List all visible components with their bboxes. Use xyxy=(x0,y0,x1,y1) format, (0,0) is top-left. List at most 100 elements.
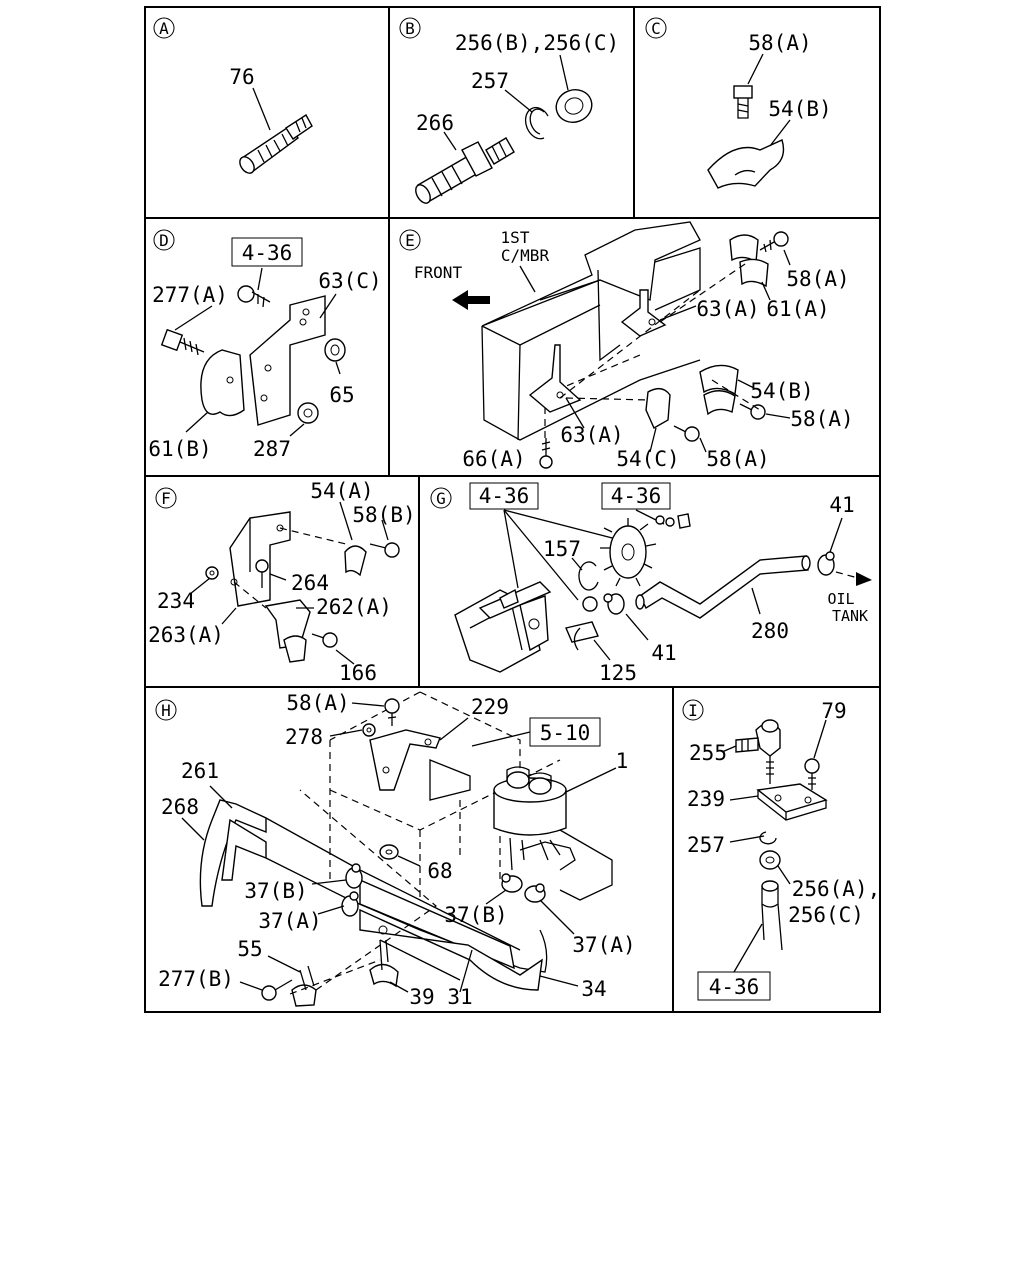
diagram-frame xyxy=(144,6,881,1013)
part-label: 31 xyxy=(447,985,472,1009)
hose-drawing xyxy=(199,799,548,991)
snap-ring-drawing xyxy=(524,106,549,140)
part-label: 68 xyxy=(427,859,452,883)
reservoir-drawing xyxy=(493,766,576,871)
part-label: 66(A) xyxy=(462,447,525,471)
ref-label: 4-36 xyxy=(479,484,530,508)
panel-f-circle: F xyxy=(155,487,177,509)
panel-f: F 54(A) 58(B xyxy=(148,479,416,685)
part-label: 1 xyxy=(616,749,629,773)
clip-drawing xyxy=(645,234,769,429)
part-label: 280 xyxy=(751,619,789,643)
front-arrow xyxy=(452,290,490,310)
hose-drawing xyxy=(761,880,783,951)
part-label: 34 xyxy=(581,977,606,1001)
oil-tank-note: OIL xyxy=(827,590,854,608)
crossmember-note: C/MBR xyxy=(501,246,550,265)
panel-c-letter: C xyxy=(651,19,661,38)
part-label: 54(C) xyxy=(616,447,679,471)
part-label: 229 xyxy=(471,695,509,719)
fitting-drawing xyxy=(565,596,599,651)
part-label: 256(A), xyxy=(792,877,881,901)
part-label: 58(A) xyxy=(786,267,849,291)
nut-drawing xyxy=(297,338,346,424)
part-label: 76 xyxy=(229,65,254,89)
bracket-drawing xyxy=(369,729,471,801)
bolt-drawing xyxy=(261,698,400,1001)
part-label: 58(B) xyxy=(352,503,415,527)
part-label: 58(A) xyxy=(748,31,811,55)
hose-fitting-drawing xyxy=(239,114,313,174)
part-label: 125 xyxy=(599,661,637,685)
part-label: 268 xyxy=(161,795,199,819)
part-label: 277(A) xyxy=(152,283,228,307)
panel-e: E 1ST C/MBR FRONT xyxy=(399,221,854,471)
bolt-drawing xyxy=(205,542,400,648)
ref-box: 4-36 xyxy=(601,482,671,510)
part-label: 79 xyxy=(821,699,846,723)
snap-ring-drawing xyxy=(759,831,777,845)
panel-d-circle: D xyxy=(153,229,175,251)
nut-drawing xyxy=(759,850,781,870)
nut-drawing xyxy=(555,89,593,123)
panel-i-circle: I xyxy=(682,699,704,721)
part-label: 37(B) xyxy=(244,879,307,903)
clip-drawing xyxy=(707,139,785,189)
part-label: 63(A) xyxy=(560,423,623,447)
part-label: 65 xyxy=(329,383,354,407)
panel-i: I xyxy=(682,699,881,1001)
panel-c: C 58(A) 54(B) xyxy=(645,17,832,189)
panel-e-letter: E xyxy=(405,231,415,250)
part-label: 63(C) xyxy=(318,269,381,293)
part-label: 263(A) xyxy=(148,623,224,647)
front-note: FRONT xyxy=(414,263,463,282)
panel-h-circle: H xyxy=(155,699,177,721)
part-label: 37(B) xyxy=(444,903,507,927)
panel-c-circle: C xyxy=(645,17,667,39)
crossmember-drawing xyxy=(481,221,701,441)
part-label: 257 xyxy=(687,833,725,857)
gear-drawing xyxy=(600,513,691,587)
part-label: 166 xyxy=(339,661,377,685)
part-label: 287 xyxy=(253,437,291,461)
part-label: 61(A) xyxy=(766,297,829,321)
part-label: 54(B) xyxy=(750,379,813,403)
bolt-drawing xyxy=(733,85,753,119)
part-label: 58(A) xyxy=(706,447,769,471)
part-label: 262(A) xyxy=(316,595,392,619)
part-label: 157 xyxy=(543,537,581,561)
panel-b-letter: B xyxy=(405,19,415,38)
hose-clamp-drawing xyxy=(341,863,546,917)
part-label: 257 xyxy=(471,69,509,93)
part-label: 277(B) xyxy=(158,967,234,991)
panel-g: G 4-36 4-36 xyxy=(430,482,872,685)
part-label: 41 xyxy=(651,641,676,665)
union-fitting-drawing xyxy=(415,137,515,204)
part-label: 54(A) xyxy=(310,479,373,503)
clip-drawing xyxy=(291,925,399,1007)
frame-rail-drawing xyxy=(329,691,613,901)
ref-box: 5-10 xyxy=(529,717,601,747)
panel-d: D 4-36 xyxy=(148,229,382,461)
part-label: 54(B) xyxy=(768,97,831,121)
bolt-drawing xyxy=(804,758,820,790)
plate-drawing xyxy=(756,783,828,821)
hose-clamp-drawing xyxy=(603,551,835,615)
panel-h: H 5-10 xyxy=(155,691,636,1009)
return-hose-drawing xyxy=(635,555,811,619)
ref-box: 4-36 xyxy=(231,237,303,267)
panel-d-letter: D xyxy=(159,231,169,250)
part-label: 39 xyxy=(409,985,434,1009)
part-label: 41 xyxy=(829,493,854,517)
panel-b-circle: B xyxy=(399,17,421,39)
panel-i-letter: I xyxy=(688,701,698,720)
part-label: 239 xyxy=(687,787,725,811)
part-label: 264 xyxy=(291,571,329,595)
part-label: 58(A) xyxy=(286,691,349,715)
part-label: 261 xyxy=(181,759,219,783)
ref-label: 5-10 xyxy=(540,721,591,745)
panel-a-circle: A xyxy=(153,17,175,39)
flow-arrow xyxy=(856,572,872,586)
oil-tank-note: TANK xyxy=(832,607,868,625)
